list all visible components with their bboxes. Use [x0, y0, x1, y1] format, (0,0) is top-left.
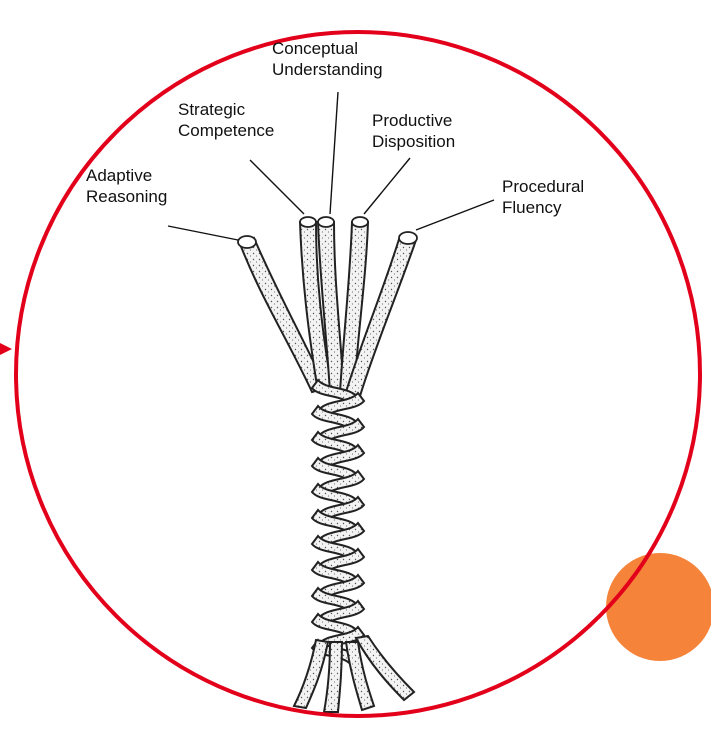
rope-end-adaptive [238, 236, 256, 248]
label-procedural-fluency: Procedural Fluency [502, 176, 584, 218]
label-productive-disposition: Productive Disposition [372, 110, 455, 152]
leader-adaptive-reasoning [168, 226, 238, 240]
rope-end-strategic [300, 217, 316, 227]
rope-end-conceptual [318, 217, 334, 227]
arrow-head-icon [0, 343, 12, 355]
label-conceptual-understanding: Conceptual Understanding [272, 38, 383, 80]
label-strategic-competence: Strategic Competence [178, 99, 274, 141]
accent-dot [606, 553, 711, 661]
label-adaptive-reasoning: Adaptive Reasoning [86, 165, 167, 207]
leader-procedural-fluency [416, 200, 494, 230]
rope-end-procedural [399, 232, 417, 244]
leader-conceptual-understanding [330, 92, 338, 214]
leader-productive-disposition [364, 158, 410, 214]
rope-loose-strands [238, 217, 417, 396]
rope-braid [312, 380, 364, 666]
rope-end-productive [352, 217, 368, 227]
leader-strategic-competence [250, 160, 304, 214]
